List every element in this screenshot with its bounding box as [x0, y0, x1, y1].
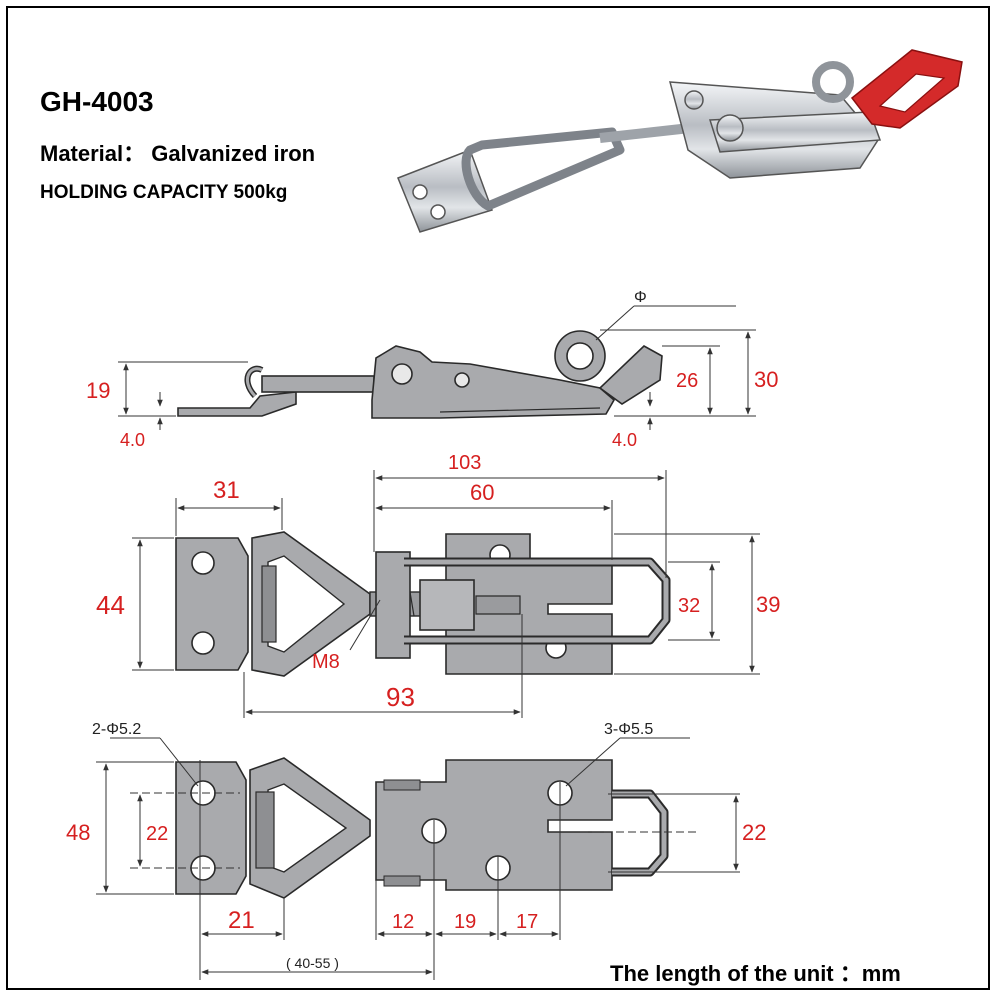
photo-plate-hole	[412, 184, 428, 200]
side-hook-plate	[177, 391, 297, 417]
top-rod-segment	[475, 595, 521, 615]
dim-26-label: 26	[676, 370, 698, 392]
side-base-line	[439, 407, 601, 413]
photo-pivot	[684, 90, 704, 110]
bottom-pivot-tab	[383, 875, 421, 887]
holes-left-label: 2-Φ5.2	[92, 721, 141, 738]
side-rivet	[454, 372, 470, 388]
capacity-text: HOLDING CAPACITY 500kg	[40, 182, 288, 203]
dim-93-label: 93	[386, 682, 415, 712]
side-lock-ring-hole	[566, 342, 594, 370]
top-view: 31 103 60 44 32 39 M8 93	[96, 452, 780, 718]
holes-right-leader	[565, 737, 621, 787]
top-wire	[404, 559, 669, 643]
dim-m8-label: M8	[312, 651, 340, 673]
bottom-wire-pad	[255, 791, 275, 869]
product-photo	[397, 49, 963, 233]
photo-handle-opening	[878, 73, 946, 113]
dim-17-label: 17	[516, 911, 538, 933]
unit-note: The length of the unit ：mm	[610, 961, 901, 986]
side-pivot-hole	[391, 363, 413, 385]
dim-103-label: 103	[448, 452, 481, 474]
dim-60-label: 60	[470, 480, 494, 505]
photo-lever	[708, 111, 882, 153]
photo-plate-hole	[430, 204, 446, 220]
top-plate-hole	[191, 631, 215, 655]
bottom-pivot-tab	[383, 779, 421, 791]
dim-22-left-label: 22	[146, 823, 168, 845]
dim-22-right-label: 22	[742, 820, 766, 845]
side-hook-wire-fill	[245, 367, 263, 398]
side-rod	[261, 375, 375, 393]
top-plate-hole	[191, 551, 215, 575]
dim-31-label: 31	[213, 477, 240, 504]
holes-right-label: 3-Φ5.5	[604, 721, 653, 738]
dim-30-label: 30	[754, 367, 778, 392]
material-text: Material： Galvanized iron	[40, 141, 316, 166]
dim-44-label: 44	[96, 590, 125, 620]
photo-pivot	[716, 114, 744, 142]
photo-threaded-rod	[599, 123, 691, 143]
dim-32-label: 32	[678, 595, 700, 617]
dim-21-label: 21	[228, 907, 255, 934]
dim-4-right-label: 4.0	[612, 430, 637, 450]
dim-m8-leader	[349, 599, 381, 651]
top-wire-pad	[261, 565, 277, 643]
dim-48-label: 48	[66, 820, 90, 845]
model-number: GH-4003	[40, 86, 154, 117]
dim-range-label: ( 40-55 )	[286, 955, 339, 971]
photo-wire-loop	[461, 127, 625, 211]
top-nut	[419, 579, 475, 631]
photo-lock-ring	[812, 61, 854, 103]
side-handle-tip	[598, 345, 663, 405]
dim-dia-leader	[595, 305, 635, 341]
bottom-view: 2-Φ5.2 3-Φ5.5 48 22 22 21 12 19 17 ( 40-…	[66, 721, 766, 980]
side-view: 19 4.0 4.0 26 30 Φ	[86, 289, 778, 450]
dim-39-label: 39	[756, 592, 780, 617]
dim-19-label: 19	[454, 911, 476, 933]
dim-19-label: 19	[86, 378, 110, 403]
dim-12-label: 12	[392, 911, 414, 933]
side-latch-body	[371, 345, 616, 419]
holes-left-leader	[159, 737, 199, 787]
dim-dia-label: Φ	[634, 289, 647, 306]
dim-4-left-label: 4.0	[120, 430, 145, 450]
